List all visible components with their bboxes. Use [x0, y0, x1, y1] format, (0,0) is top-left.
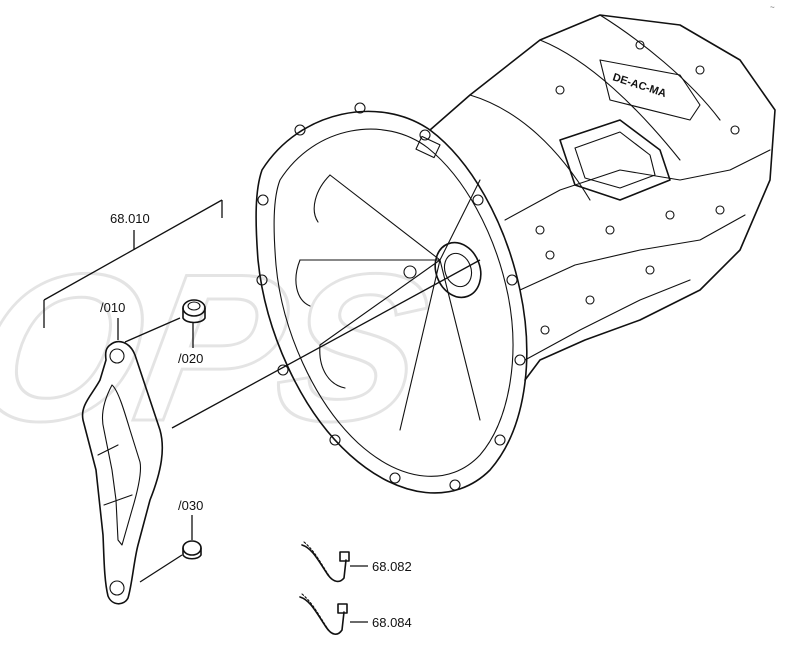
cable-tie-2 — [299, 593, 348, 635]
release-fork — [81, 340, 164, 605]
callout-cable-tie-2: 68.084 — [372, 615, 412, 630]
housing-label: DE-AC-MA — [611, 71, 668, 100]
callout-fork: /010 — [100, 300, 125, 315]
transmission-housing: DE-AC-MA — [255, 14, 776, 494]
cable-tie-1 — [301, 541, 350, 583]
pivot-bearing — [182, 299, 206, 324]
svg-text:OPS: OPS — [0, 229, 443, 464]
corner-mark: ~ — [770, 3, 775, 12]
ball-stud — [182, 540, 202, 560]
callout-group: 68.010 — [110, 211, 150, 226]
callout-pivot: /020 — [178, 351, 203, 366]
callout-cable-tie-1: 68.082 — [372, 559, 412, 574]
group-bracket — [43, 199, 223, 328]
callout-ball-stud: /030 — [178, 498, 203, 513]
watermark: OPS — [0, 228, 444, 466]
